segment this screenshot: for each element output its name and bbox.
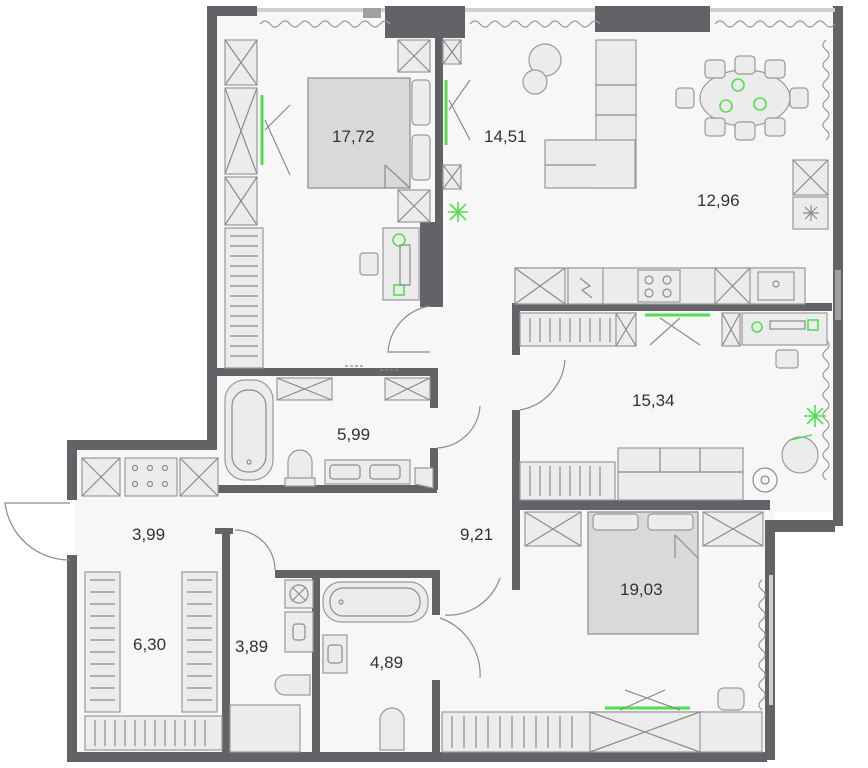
wardrobe-fixtures [84, 571, 223, 751]
room-area-wardrobe: 6,30 [133, 635, 166, 654]
interior-walls [215, 28, 832, 755]
room-area-living-room: 14,51 [484, 127, 527, 146]
room-area-kitchen: 12,96 [697, 191, 740, 210]
bedroom-1-furniture [224, 39, 431, 369]
room-area-bedroom-2: 19,03 [620, 580, 663, 599]
doors [345, 305, 566, 616]
room-area-study: 15,34 [632, 391, 675, 410]
room-area-toilet: 3,89 [235, 637, 268, 656]
entrance-fixtures [4, 457, 219, 561]
kitchen-furniture [514, 55, 829, 305]
room-labels: 17,72 14,51 12,96 5,99 15,34 3,99 9,21 1… [132, 127, 740, 672]
room-area-bedroom-1: 17,72 [332, 127, 375, 146]
bedroom-2-furniture [441, 511, 764, 753]
room-area-entrance-hall: 3,99 [132, 525, 165, 544]
living-room-furniture [442, 39, 637, 222]
room-area-bathroom-2: 4,89 [370, 653, 403, 672]
room-area-bathroom-1: 5,99 [337, 425, 370, 444]
outer-walls [67, 6, 843, 762]
room-area-corridor: 9,21 [460, 525, 493, 544]
bathroom-1-fixtures [224, 377, 434, 489]
toilet-fixtures [229, 529, 314, 753]
bathroom-2-fixtures [322, 581, 481, 751]
study-furniture [519, 312, 828, 501]
curtains [259, 20, 836, 711]
